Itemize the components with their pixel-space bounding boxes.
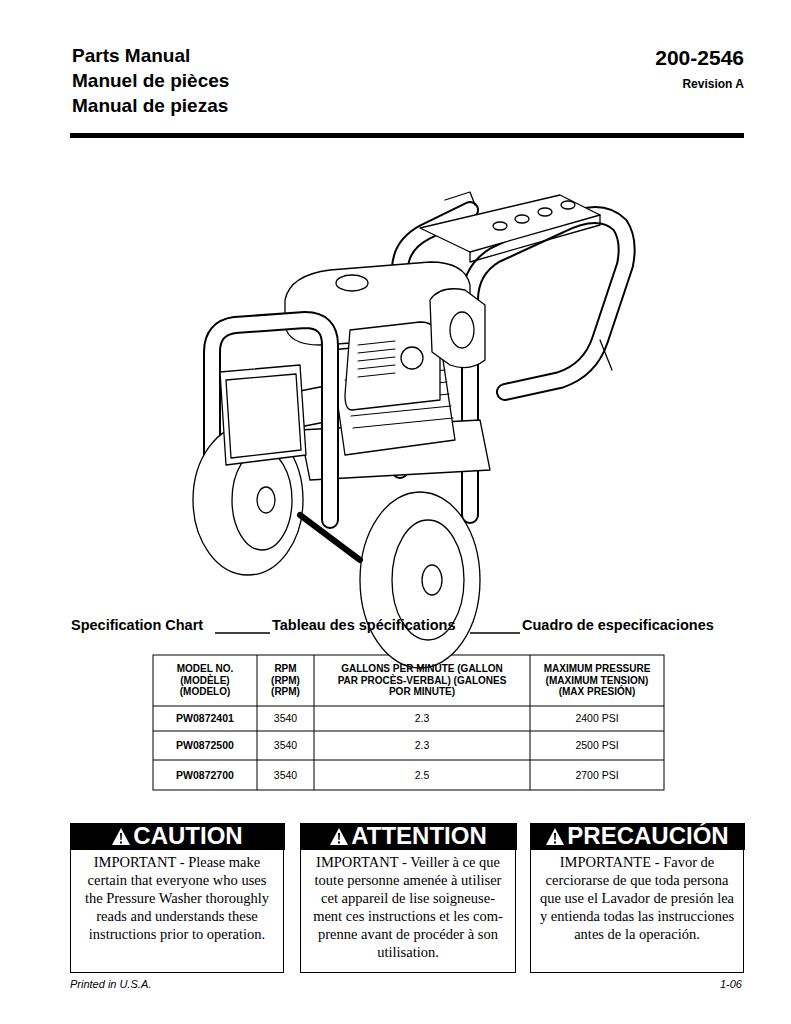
table-cell: 3540: [258, 732, 313, 759]
cell-text: PW0872700: [176, 769, 234, 782]
section-heading: Cuadro de especificaciones: [522, 617, 742, 634]
warning-band: ATTENTION: [300, 823, 517, 850]
cell-text: PW0872500: [176, 739, 234, 752]
cell-text: 3540: [274, 739, 297, 752]
header-text: Manual de piezas: [72, 95, 372, 118]
header-text: Manuel de pièces: [72, 70, 372, 93]
warning-box: ATTENTIONIMPORTANT - Veiller à ce que to…: [300, 823, 516, 973]
cell-text: 3540: [274, 769, 297, 782]
header-text: MODEL NO. (MODÈLE) (MODELO): [160, 663, 250, 698]
table-cell: 2400 PSI: [531, 707, 663, 730]
cell-text: 3540: [274, 712, 297, 725]
cell-text: 2700 PSI: [575, 769, 618, 782]
warning-text: IMPORTANTE - Favor de cerciorarse de que…: [531, 850, 743, 947]
cell-text: 2400 PSI: [575, 712, 618, 725]
table-cell: 3540: [258, 761, 313, 789]
cell-text: 2500 PSI: [575, 739, 618, 752]
table-header-cell: MODEL NO. (MODÈLE) (MODELO): [154, 656, 256, 705]
cell-text: 2.3: [415, 739, 430, 752]
pressure-washer-illustration: [193, 192, 627, 668]
table-cell: PW0872401: [154, 707, 256, 730]
warning-triangle: [329, 827, 349, 846]
warning-text: IMPORTANT - Veiller à ce que toute perso…: [301, 850, 515, 965]
section-heading: Specification Chart: [71, 617, 221, 634]
table-cell: PW0872500: [154, 732, 256, 759]
table-header-cell: RPM (RPM) (RPM): [258, 656, 313, 705]
header-text: RPM (RPM) (RPM): [261, 663, 311, 698]
cell-text: 2.5: [415, 769, 430, 782]
table-cell: 2.3: [315, 707, 529, 730]
table-cell: 2.5: [315, 761, 529, 789]
footer-text: Printed in U.S.A.: [70, 978, 270, 991]
spec-table-grid: [153, 655, 664, 790]
header-text: GALLONS PER MINUTE (GALLON PAR PROCÈS-VE…: [335, 663, 510, 698]
table-cell: 3540: [258, 707, 313, 730]
warning-band: CAUTION: [70, 823, 285, 850]
warning-heading: PRECAUCIÓN: [567, 822, 728, 850]
header-rule: [70, 133, 744, 138]
section-heading: Tableau des spécifications: [272, 617, 472, 634]
cell-text: PW0872401: [176, 712, 234, 725]
header-text: MAXIMUM PRESSURE (MAXIMUM TENSION) (MAX …: [532, 663, 662, 698]
header-text: Parts Manual: [72, 45, 372, 68]
table-header-cell: GALLONS PER MINUTE (GALLON PAR PROCÈS-VE…: [315, 656, 529, 705]
warning-triangle: [545, 827, 565, 846]
table-header-cell: MAXIMUM PRESSURE (MAXIMUM TENSION) (MAX …: [531, 656, 663, 705]
warning-heading: ATTENTION: [351, 822, 487, 850]
footer-text: 1-06: [600, 978, 742, 991]
warning-box: CAUTIONIMPORTANT - Please make certain t…: [70, 823, 284, 973]
table-cell: 2700 PSI: [531, 761, 663, 789]
warning-box: PRECAUCIÓNIMPORTANTE - Favor de cerciora…: [530, 823, 744, 973]
table-cell: PW0872700: [154, 761, 256, 789]
table-cell: 2.3: [315, 732, 529, 759]
header-text: 200-2546: [500, 45, 744, 70]
warning-text: IMPORTANT - Please make certain that eve…: [71, 850, 283, 947]
header-text: Revision A: [500, 77, 744, 91]
cell-text: 2.3: [415, 712, 430, 725]
warning-band: PRECAUCIÓN: [530, 823, 745, 850]
table-cell: 2500 PSI: [531, 732, 663, 759]
warning-heading: CAUTION: [133, 822, 242, 850]
warning-triangle: [111, 827, 131, 846]
